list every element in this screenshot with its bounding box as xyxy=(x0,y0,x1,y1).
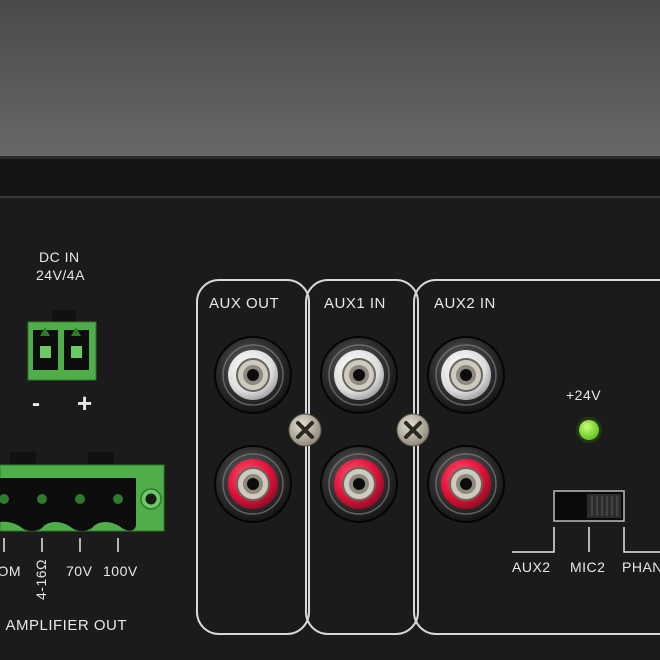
top-cover xyxy=(0,0,660,158)
rca-jacks xyxy=(214,336,505,523)
dc-in-plus-label: + xyxy=(77,388,93,418)
dc-in-minus-label: - xyxy=(32,390,41,417)
aux1-in-left-jack[interactable] xyxy=(320,336,398,414)
aux1-in-frame xyxy=(305,279,419,635)
amplifier-terminal-block xyxy=(0,452,165,552)
aux2-in-label: AUX2 IN xyxy=(434,295,496,312)
dc-in-terminal xyxy=(27,310,97,381)
aux-out-right-jack[interactable] xyxy=(214,445,292,523)
dc-in-title: DC IN xyxy=(39,249,80,265)
switch-label-aux2: AUX2 xyxy=(512,559,551,575)
aux2-in-left-jack[interactable] xyxy=(427,336,505,414)
switch-label-phantom: PHANTOM xyxy=(622,559,660,575)
aux-out-label: AUX OUT xyxy=(209,295,280,312)
dc-in-rating: 24V/4A xyxy=(36,267,85,283)
terminal-label-4-16ohm: 4-16Ω xyxy=(33,559,49,600)
aux1-in-label: AUX1 IN xyxy=(324,295,386,312)
panel-face xyxy=(0,198,660,660)
aux2-in-right-jack[interactable] xyxy=(427,445,505,523)
top-cover-edge xyxy=(0,156,660,159)
mode-slide-switch xyxy=(512,490,660,553)
switch-label-mic2: MIC2 xyxy=(570,559,606,575)
terminal-label-70v: 70V xyxy=(66,563,93,579)
terminal-label-100v: 100V xyxy=(103,563,138,579)
amplifier-out-label: AMPLIFIER OUT xyxy=(5,617,127,634)
screw-2 xyxy=(396,413,430,447)
aux2-in-frame xyxy=(413,279,660,635)
screw-1 xyxy=(288,413,322,447)
chassis-lip xyxy=(0,159,660,197)
terminal-label-com: COM xyxy=(0,563,21,579)
power-led-label: +24V xyxy=(566,387,602,403)
aux1-in-right-jack[interactable] xyxy=(320,445,398,523)
chassis-lip-line xyxy=(0,196,660,198)
power-led-light xyxy=(576,417,602,443)
aux-out-left-jack[interactable] xyxy=(214,336,292,414)
aux-out-frame xyxy=(196,279,310,635)
